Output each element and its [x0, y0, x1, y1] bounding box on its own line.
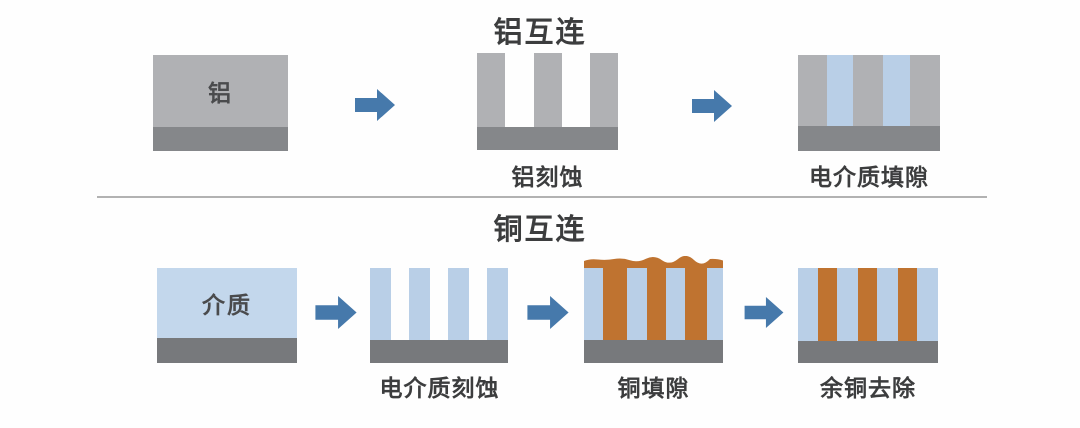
copper-row-title: 铜互连: [493, 214, 587, 246]
dielectric-etch-caption: 电介质刻蚀: [379, 375, 500, 401]
aluminum-pillars: [477, 53, 618, 127]
copper-fill-figure: [584, 256, 723, 363]
dielectric-pillar: [370, 268, 391, 340]
copper-line: [898, 268, 917, 341]
aluminum-with-dielectric: [798, 55, 940, 126]
dielectric-pillar: [487, 268, 508, 340]
aluminum-pillar: [533, 53, 562, 127]
dielectric-fill-figure: [798, 55, 940, 151]
dielectric-stripe: [883, 55, 910, 126]
substrate-base: [584, 340, 723, 363]
dielectric-stripe: [827, 55, 853, 126]
copper-overburden: [584, 256, 723, 268]
aluminum-layer-label: 铝: [208, 80, 233, 106]
dielectric-pillar: [409, 268, 430, 340]
copper-column: [685, 268, 707, 340]
dielectric-pillars: [370, 268, 508, 340]
copper-line: [818, 268, 837, 341]
aluminum-etch-caption: 铝刻蚀: [511, 164, 584, 190]
aluminum-block-figure: 铝: [153, 55, 288, 151]
copper-column: [603, 268, 627, 340]
dielectric-block-figure: 介质: [157, 268, 297, 363]
dielectric-with-copper-lines: [798, 268, 938, 341]
arrow-right-icon: [692, 90, 732, 122]
dielectric-fill-caption: 电介质填隙: [809, 164, 929, 190]
substrate-base: [798, 126, 940, 151]
row-divider: [97, 196, 987, 198]
substrate-base: [370, 340, 508, 363]
dielectric-layer-label: 介质: [202, 292, 252, 318]
arrow-right-icon: [355, 89, 395, 121]
arrow-right-icon: [744, 296, 784, 329]
dielectric-pillar: [627, 268, 647, 340]
copper-line: [858, 268, 877, 341]
copper-cmp-figure: [798, 268, 938, 363]
substrate-base: [153, 127, 288, 151]
substrate-base: [477, 127, 618, 150]
dielectric-pillar: [707, 268, 723, 340]
copper-column: [647, 268, 666, 340]
substrate-base: [798, 341, 938, 363]
arrow-right-icon: [527, 296, 569, 329]
aluminum-etched-figure: [477, 53, 618, 150]
copper-columns: [584, 268, 723, 340]
copper-removal-caption: 余铜去除: [820, 375, 916, 401]
dielectric-layer: 介质: [157, 268, 297, 338]
dielectric-etched-figure: [370, 268, 508, 363]
arrow-right-icon: [315, 296, 357, 329]
dielectric-pillar: [666, 268, 685, 340]
dielectric-pillar: [448, 268, 469, 340]
dielectric-pillar: [584, 268, 603, 340]
copper-fill-caption: 铜填隙: [617, 375, 690, 401]
aluminum-row-title: 铝互连: [493, 17, 587, 49]
aluminum-pillar: [477, 53, 505, 127]
aluminum-layer: 铝: [153, 55, 288, 127]
aluminum-pillar: [590, 53, 618, 127]
substrate-base: [157, 338, 297, 363]
